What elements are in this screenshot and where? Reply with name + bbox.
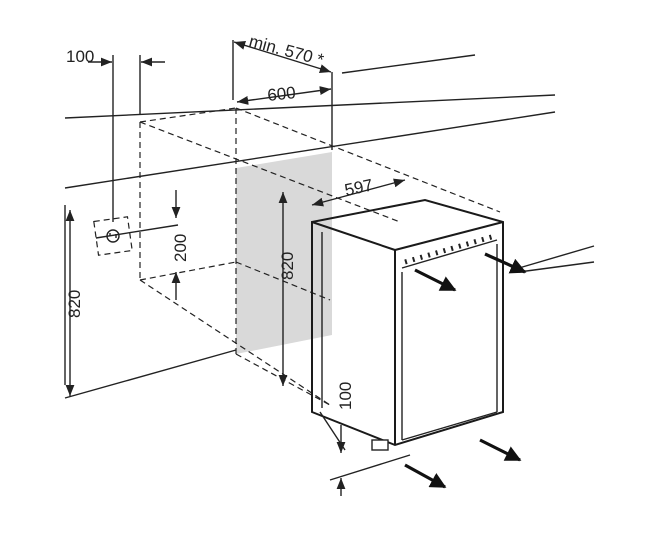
wall-outline — [64, 205, 595, 481]
socket-height-label: 200 — [171, 234, 190, 262]
appliance-height-label: 820 — [278, 252, 297, 280]
plinth-height-label: 100 — [336, 382, 355, 410]
dimension-top-clearance: 100 — [66, 47, 165, 222]
appliance-foot — [371, 439, 389, 451]
vent-grille — [404, 233, 496, 265]
appliance-width-label: 597 — [343, 175, 375, 199]
dimension-niche-depth: 600 — [236, 83, 332, 105]
dimension-appliance-width: 597 — [311, 175, 406, 207]
dimension-plinth-height: 100 — [319, 382, 355, 496]
min-depth-label: min. 570 * — [247, 32, 326, 70]
top-clearance-label: 100 — [66, 47, 94, 66]
airflow-arrow-icon — [404, 252, 527, 489]
niche-height-label: 820 — [65, 290, 84, 318]
power-socket-icon — [93, 216, 179, 256]
dimension-socket-height: 200 — [171, 190, 190, 300]
worktop — [64, 54, 556, 189]
dimension-appliance-height: 820 — [278, 192, 297, 386]
niche-depth-label: 600 — [266, 83, 296, 105]
dimension-niche-height: 820 — [65, 210, 84, 396]
appliance — [311, 198, 504, 451]
